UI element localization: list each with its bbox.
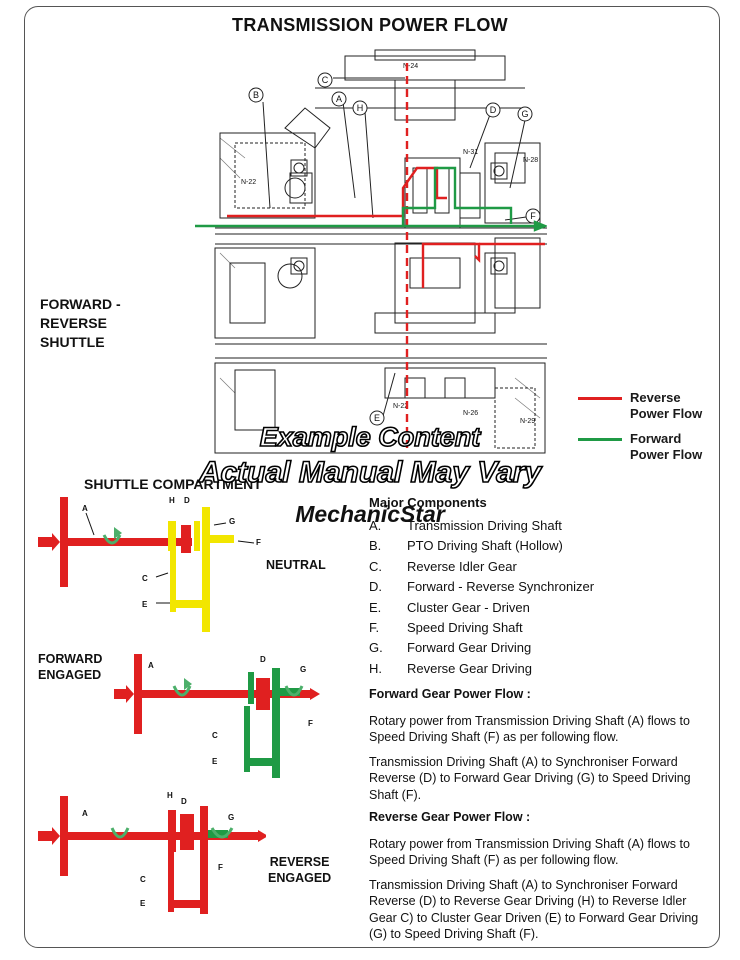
component-item: D.Forward - Reverse Synchronizer <box>369 579 595 595</box>
page-frame <box>24 6 720 948</box>
svg-text:G: G <box>229 517 235 526</box>
shuttle-compartment-title: SHUTTLE COMPARTMENT <box>84 476 262 492</box>
watermark-line-2: Actual Manual May Vary <box>198 455 542 490</box>
schematic-neutral: A H D G F C E <box>38 496 261 632</box>
callout-c: C <box>322 75 329 85</box>
forward-flow-para-1: Rotary power from Transmission Driving S… <box>369 713 690 745</box>
callout-g: G <box>521 109 528 119</box>
component-item: C.Reverse Idler Gear <box>369 558 517 574</box>
forward-swatch <box>578 438 622 441</box>
component-item: E.Cluster Gear - Driven <box>369 599 530 615</box>
reverse-flow-section: Reverse Gear Power Flow : Rotary power f… <box>369 809 714 943</box>
reverse-flow-heading: Reverse Gear Power Flow : <box>369 810 531 824</box>
components-list: A.Transmission Driving Shaft B.PTO Drivi… <box>369 516 594 679</box>
forward-flow-section: Forward Gear Power Flow : Rotary power f… <box>369 686 714 803</box>
svg-text:E: E <box>142 600 148 609</box>
reverse-flow-para-2: Transmission Driving Shaft (A) to Synchr… <box>369 877 699 942</box>
callout-d: D <box>490 105 497 115</box>
svg-text:G: G <box>228 813 234 822</box>
label-n26: N-26 <box>463 410 478 417</box>
callout-f: F <box>530 211 536 221</box>
forward-flow-para-2: Transmission Driving Shaft (A) to Synchr… <box>369 754 691 802</box>
svg-text:D: D <box>181 797 187 806</box>
reverse-flow-para-1: Rotary power from Transmission Driving S… <box>369 836 690 868</box>
svg-text:F: F <box>256 538 261 547</box>
svg-text:F: F <box>308 719 313 728</box>
forward-reverse-shuttle-label: FORWARD - REVERSE SHUTTLE <box>40 296 121 350</box>
transmission-cross-section: C B A H D G F E N-24 N-31 N-28 N-22 N-22… <box>195 49 547 454</box>
label-n29: N-29 <box>520 418 535 425</box>
svg-text:A: A <box>82 504 88 513</box>
svg-text:H: H <box>169 496 175 505</box>
svg-text:A: A <box>148 661 154 670</box>
components-title: Major Components <box>369 495 487 510</box>
callout-b: B <box>253 90 259 100</box>
svg-text:C: C <box>140 875 146 884</box>
callout-a: A <box>336 94 342 104</box>
page-title: TRANSMISSION POWER FLOW <box>232 15 508 35</box>
forward-flow-heading: Forward Gear Power Flow : <box>369 687 531 701</box>
neutral-label: NEUTRAL <box>266 558 326 572</box>
component-item: B.PTO Driving Shaft (Hollow) <box>369 538 563 554</box>
reverse-swatch <box>578 397 622 400</box>
watermark-line-3: MechanicStar <box>295 501 445 527</box>
watermark-line-1: Example Content <box>259 421 481 453</box>
svg-text:H: H <box>167 791 173 800</box>
label-n28: N-28 <box>523 157 538 164</box>
svg-text:G: G <box>300 665 306 674</box>
svg-text:A: A <box>82 809 88 818</box>
component-item: F.Speed Driving Shaft <box>369 619 523 635</box>
svg-text:E: E <box>140 899 146 908</box>
forward-flow-path <box>195 166 547 232</box>
svg-text:C: C <box>142 574 148 583</box>
schematic-forward: A D G F C E <box>114 654 320 778</box>
schematic-reverse: A H D G F C E <box>38 791 266 914</box>
component-item: A.Transmission Driving Shaft <box>369 518 562 533</box>
svg-text:D: D <box>184 496 190 505</box>
svg-text:E: E <box>212 757 218 766</box>
label-n22-upper: N-22 <box>241 179 256 186</box>
label-n22-lower: N-22 <box>393 403 408 410</box>
callout-e: E <box>374 413 380 423</box>
callout-h: H <box>357 103 364 113</box>
component-item: G.Forward Gear Driving <box>369 640 532 656</box>
component-item: H.Reverse Gear Driving <box>369 660 532 676</box>
svg-text:F: F <box>218 863 223 872</box>
svg-text:D: D <box>260 655 266 664</box>
label-n31: N-31 <box>463 149 478 156</box>
label-n24: N-24 <box>403 63 418 70</box>
svg-text:C: C <box>212 731 218 740</box>
